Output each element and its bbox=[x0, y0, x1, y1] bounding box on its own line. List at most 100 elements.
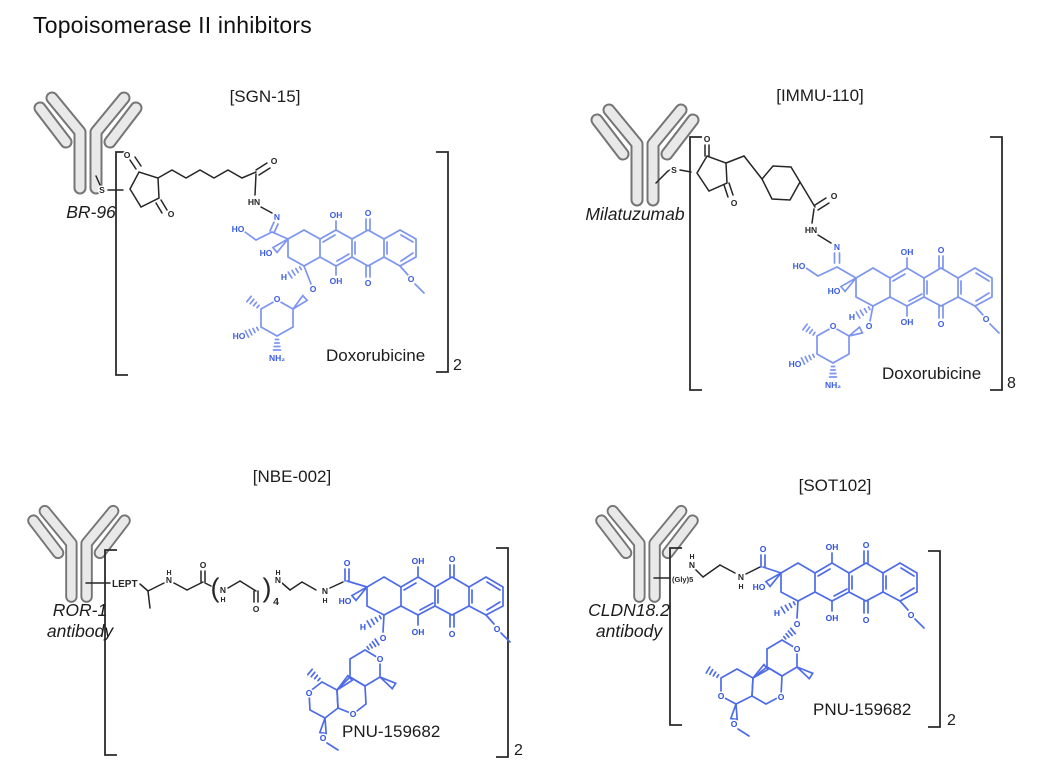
doxorubicine-structure bbox=[800, 252, 1000, 378]
atom-label: N bbox=[274, 212, 280, 222]
antibody-name-label: ROR-1 antibody bbox=[20, 600, 140, 641]
atom-label: H bbox=[281, 272, 287, 282]
bracket-left bbox=[689, 136, 702, 391]
atom-label: O bbox=[274, 294, 281, 304]
repeat-count: 4 bbox=[273, 596, 279, 608]
atom-label: O bbox=[380, 633, 387, 643]
doxorubicine-atom-labels: N HO HO OH O OH O O H O O HO NH₂ bbox=[787, 241, 991, 392]
atom-label: O bbox=[168, 209, 175, 219]
atom-label: O bbox=[794, 619, 801, 629]
atom-label: O bbox=[863, 540, 870, 550]
atom-label: O bbox=[704, 134, 711, 144]
atom-label: OH bbox=[412, 627, 425, 637]
linker-label: (Gly)5 bbox=[672, 575, 693, 584]
atom-label: OH bbox=[330, 210, 343, 220]
linker-atom-labels: LEPT N H O ( N H O ) 4 N H N H bbox=[111, 559, 330, 616]
drug-name-label: PNU-159682 bbox=[342, 722, 441, 741]
atom-label: H bbox=[360, 622, 366, 632]
linker-group bbox=[655, 144, 832, 244]
atom-label: O bbox=[344, 558, 351, 568]
atom-label: OH bbox=[826, 613, 839, 623]
atom-label: N bbox=[834, 242, 840, 252]
bracket-left bbox=[669, 547, 682, 726]
atom-label: O bbox=[908, 610, 915, 620]
linker-group bbox=[95, 156, 273, 214]
atom-label: O bbox=[449, 554, 456, 564]
antibody-name-line1: CLDN18.2 bbox=[588, 600, 670, 620]
atom-label: O bbox=[310, 284, 317, 294]
atom-label: N bbox=[689, 560, 695, 570]
sgn15-structure-svg: S O O O HN bbox=[33, 91, 449, 376]
atom-label: O bbox=[938, 319, 945, 329]
atom-label: OH bbox=[826, 542, 839, 552]
atom-label: O bbox=[983, 314, 990, 324]
atom-label: N bbox=[322, 586, 328, 596]
atom-label: O bbox=[350, 709, 357, 719]
panel-immu110: S O O O HN bbox=[560, 80, 1040, 420]
atom-label: HO bbox=[233, 331, 246, 341]
atom-label: H bbox=[220, 597, 225, 604]
atom-label: O bbox=[938, 245, 945, 255]
atom-label: H bbox=[322, 598, 327, 605]
atom-label: N bbox=[166, 575, 172, 585]
repeat-paren-open: ( bbox=[211, 573, 220, 603]
atom-label: H bbox=[275, 570, 280, 577]
atom-label: H bbox=[738, 584, 743, 591]
atom-label: HO bbox=[339, 596, 352, 606]
atom-label: HN bbox=[248, 197, 260, 207]
antibody-name-label: BR-96 bbox=[66, 202, 116, 222]
atom-label: H bbox=[689, 554, 694, 561]
atom-label: O bbox=[794, 644, 801, 654]
antibody-name-line1: ROR-1 bbox=[52, 600, 108, 620]
drug-name-label: Doxorubicine bbox=[326, 346, 426, 365]
dar-subscript: 8 bbox=[1007, 375, 1016, 392]
dar-subscript: 2 bbox=[514, 742, 523, 759]
doxorubicine-atom-labels: N HO HO OH O OH O O H O O HO NH₂ bbox=[230, 207, 416, 365]
atom-label: N bbox=[275, 575, 281, 585]
atom-label: O bbox=[831, 191, 838, 201]
nbe002-structure-svg: LEPT N H O ( N H O ) 4 N H N H bbox=[27, 504, 511, 758]
atom-label: HO bbox=[260, 248, 273, 258]
atom-label: S bbox=[99, 185, 105, 195]
panel-sot102: (Gly)5 H N N H bbox=[570, 450, 1050, 784]
atom-label: S bbox=[671, 165, 677, 175]
panel-code-label: [NBE-002] bbox=[252, 467, 332, 486]
atom-label: HO bbox=[789, 359, 802, 369]
atom-label: HN bbox=[805, 225, 817, 235]
antibody-name-line2: antibody bbox=[595, 620, 663, 641]
atom-label: O bbox=[731, 198, 738, 208]
atom-label: O bbox=[306, 688, 313, 698]
bracket-right bbox=[496, 547, 509, 758]
atom-label: HO bbox=[828, 286, 841, 296]
atom-label: O bbox=[830, 321, 837, 331]
linker-atom-labels: S O O O HN bbox=[98, 149, 280, 221]
pnu-atom-labels: O HO OH O OH O O H O O O O O bbox=[716, 539, 916, 731]
atom-label: HO bbox=[793, 261, 806, 271]
panel-code-label: [SOT102] bbox=[798, 476, 872, 495]
atom-label: O bbox=[365, 278, 372, 288]
atom-label: HO bbox=[753, 582, 766, 592]
bracket-left bbox=[115, 151, 128, 376]
repeat-paren-close: ) bbox=[263, 573, 272, 603]
atom-label: O bbox=[320, 733, 327, 743]
sot102-structure-svg: (Gly)5 H N N H bbox=[595, 504, 941, 737]
atom-label: O bbox=[863, 615, 870, 625]
bracket-right bbox=[990, 136, 1003, 391]
pnu-structure bbox=[705, 550, 925, 737]
panel-code-label: [SGN-15] bbox=[229, 87, 301, 106]
atom-label: NH₂ bbox=[825, 380, 841, 390]
linker-atom-labels: (Gly)5 H N N H bbox=[671, 553, 746, 593]
linker-label: LEPT bbox=[112, 579, 138, 590]
atom-label: O bbox=[124, 150, 131, 160]
panel-sgn15: S O O O HN bbox=[20, 80, 500, 420]
atom-label: O bbox=[731, 719, 738, 729]
atom-label: OH bbox=[330, 276, 343, 286]
antibody-name-label: CLDN18.2 antibody bbox=[570, 600, 688, 641]
bracket-right bbox=[928, 550, 941, 728]
atom-label: O bbox=[494, 624, 501, 634]
atom-label: N bbox=[738, 572, 744, 582]
panel-code-label: [IMMU-110] bbox=[776, 86, 864, 105]
atom-label: O bbox=[866, 321, 873, 331]
atom-label: O bbox=[778, 692, 785, 702]
